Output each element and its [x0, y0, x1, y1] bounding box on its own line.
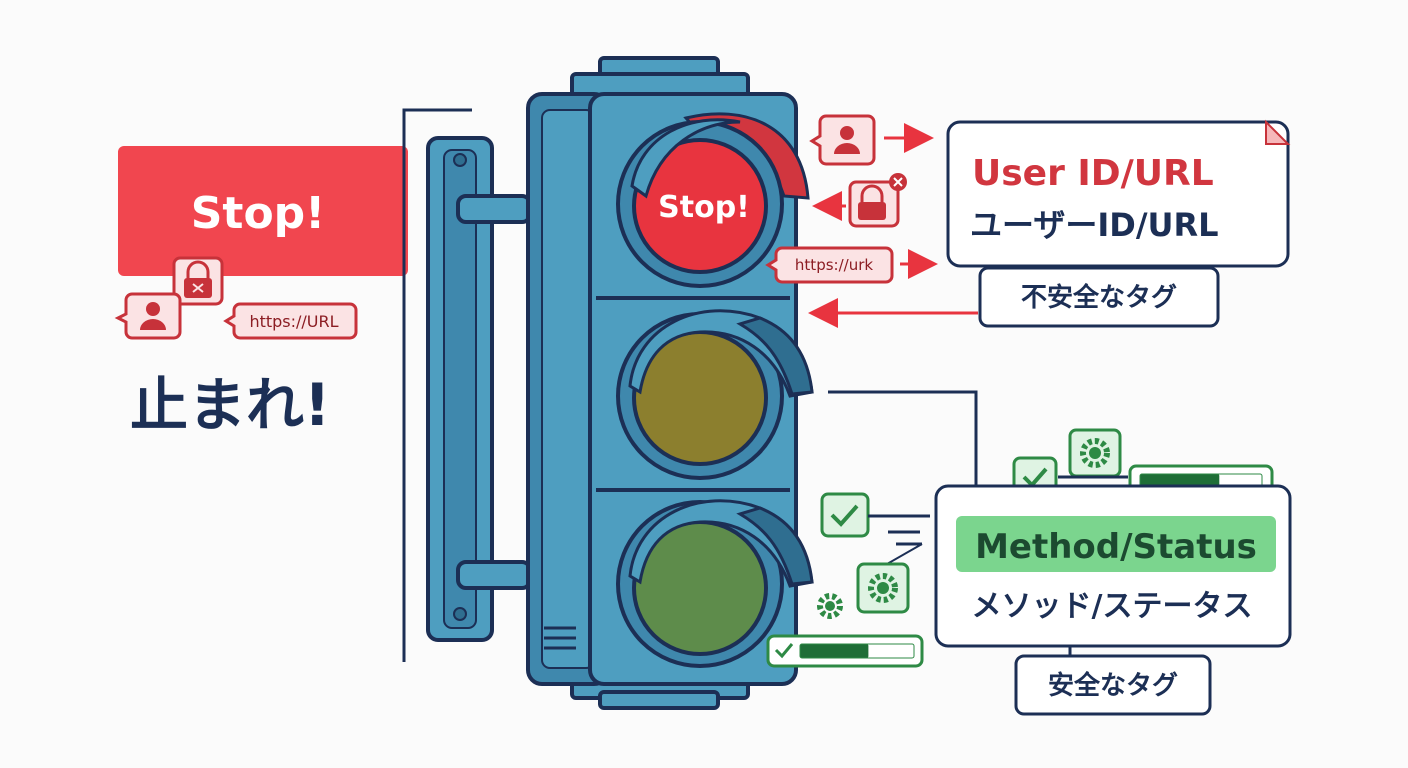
stop-banner	[118, 146, 408, 276]
url-chip-right-text: https://urk	[795, 256, 873, 274]
user-icon	[114, 292, 182, 340]
left-panel: Stop! https://URL 止まれ!	[114, 146, 408, 439]
safe-tag-label: 安全なタグ	[1048, 670, 1178, 701]
url-chip-right: https://urk	[765, 246, 894, 284]
user-icon	[809, 114, 876, 166]
safe-title-en: Method/Status	[975, 527, 1257, 567]
url-chip-left: https://URL	[223, 302, 358, 340]
safe-title-jp: メソッド/ステータス	[972, 589, 1253, 624]
lock-icon	[172, 256, 224, 306]
check-icon	[820, 492, 870, 538]
unsafe-tag-label: 不安全なタグ	[1021, 282, 1177, 313]
gear-icon	[817, 593, 843, 619]
safe-title-highlight	[956, 516, 1276, 572]
traffic-light: Stop!	[426, 56, 814, 710]
gear-icon	[1068, 428, 1122, 478]
red-lamp: Stop!	[616, 112, 810, 288]
unsafe-tag	[978, 266, 1220, 328]
stop-banner-text: Stop!	[191, 188, 326, 239]
jp-stop-text: 止まれ!	[130, 371, 330, 439]
url-chip-left-text: https://URL	[249, 312, 338, 331]
red-lamp-text: Stop!	[658, 190, 750, 225]
unsafe-card	[946, 120, 1290, 268]
unsafe-side: https://urk User ID/URL ユーザーID/URL 不安全なタ…	[765, 114, 1291, 328]
gear-icon	[856, 562, 910, 614]
left-connector	[402, 108, 472, 662]
safe-tag	[1014, 654, 1212, 716]
lock-icon	[848, 173, 907, 228]
safe-connector	[828, 390, 978, 486]
amber-lamp	[616, 309, 814, 480]
unsafe-title-en: User ID/URL	[972, 153, 1214, 194]
unsafe-title-jp: ユーザーID/URL	[970, 206, 1219, 244]
safe-side: Method/Status メソッド/ステータス 安全なタグ	[766, 390, 1292, 716]
progress-bar-bottom	[766, 634, 924, 668]
green-lamp	[616, 499, 814, 668]
